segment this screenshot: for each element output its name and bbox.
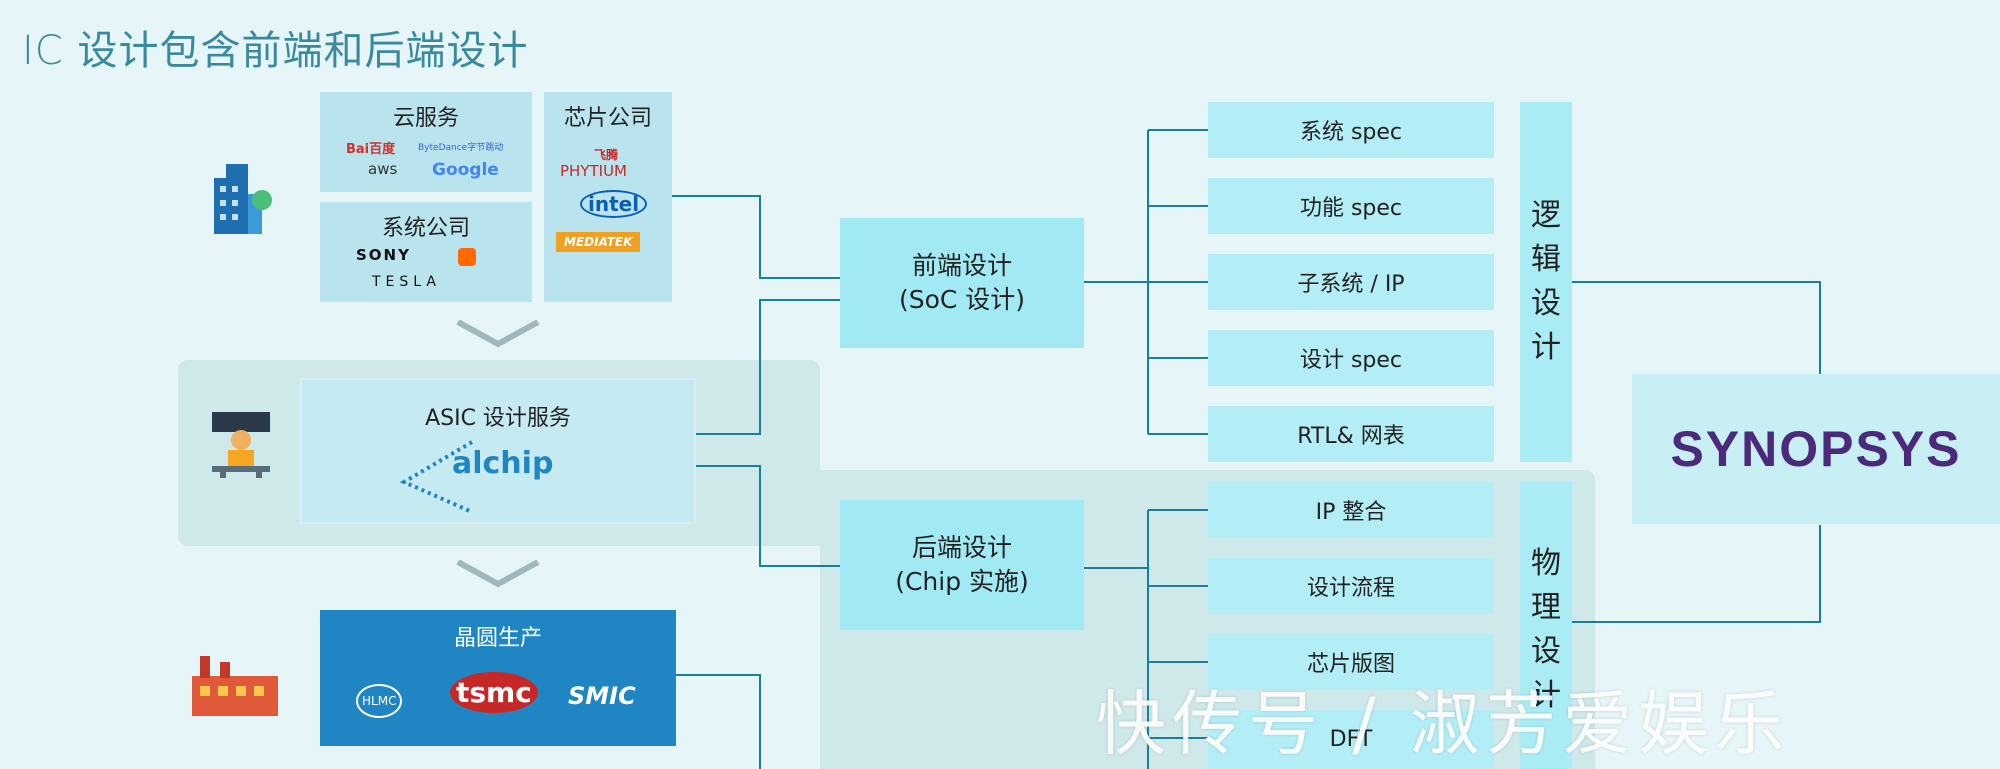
chevron-down-icon xyxy=(456,560,540,588)
cloud-services-title: 云服务 xyxy=(392,106,459,131)
frontend-item: 功能 spec xyxy=(1208,178,1494,234)
frontend-item: 设计 spec xyxy=(1208,330,1494,386)
factory-icon xyxy=(192,656,278,716)
wafer-fab-panel: 晶圆生产 HLMC tsmc SMIC xyxy=(320,610,676,746)
synopsys-box: SYNOPSYS xyxy=(1632,374,2000,524)
office-building-icon xyxy=(214,164,272,234)
frontend-item: 子系统 / IP xyxy=(1208,254,1494,310)
backend-design-subtitle: (Chip 实施) xyxy=(895,567,1029,596)
chip-company-title: 芯片公司 xyxy=(563,106,652,131)
backend-item: 设计流程 xyxy=(1208,558,1494,614)
sony-logo: SONY xyxy=(356,246,411,264)
xiaomi-logo-icon xyxy=(458,248,476,266)
frontend-design-title: 前端设计 xyxy=(911,251,1012,280)
watermark: 快传号 / 淑芳爱娱乐 xyxy=(1096,683,1791,765)
intel-logo: intel xyxy=(580,190,648,218)
system-company-panel: 系统公司 SONY TESLA xyxy=(320,202,532,302)
chevron-down-icon xyxy=(456,320,540,348)
backend-item: DFT xyxy=(1208,710,1494,769)
asic-title: ASIC 设计服务 xyxy=(425,406,571,431)
frontend-item: 系统 spec xyxy=(1208,102,1494,158)
mediatek-logo: MEDIATEK xyxy=(556,232,641,252)
frontend-design-box: 前端设计 (SoC 设计) xyxy=(840,218,1084,348)
hlmc-logo: HLMC xyxy=(356,684,403,718)
wafer-fab-title: 晶圆生产 xyxy=(453,626,542,651)
backend-item: IP 整合 xyxy=(1208,482,1494,538)
page-title: IC 设计包含前端和后端设计 xyxy=(22,28,529,74)
backend-item: 芯片版图 xyxy=(1208,634,1494,690)
engineer-at-desk-icon xyxy=(212,412,270,478)
feiteng-logo: 飞腾 xyxy=(594,148,619,162)
alchip-chevron-icon xyxy=(399,440,474,514)
frontend-item: RTL& 网表 xyxy=(1208,406,1494,462)
asic-panel: ASIC 设计服务 alchip xyxy=(300,378,696,524)
alchip-logo: alchip xyxy=(452,446,554,481)
phytium-logo: PHYTIUM xyxy=(560,162,627,180)
frontend-design-subtitle: (SoC 设计) xyxy=(898,285,1026,314)
aws-logo: aws xyxy=(368,160,398,178)
cloud-services-panel: 云服务 Bai百度 ByteDance字节跳动 aws Google xyxy=(320,92,532,192)
tesla-logo: TESLA xyxy=(372,274,441,290)
backend-design-box: 后端设计 (Chip 实施) xyxy=(840,500,1084,630)
tsmc-logo: tsmc xyxy=(450,672,538,713)
synopsys-logo: SYNOPSYS xyxy=(1670,421,1962,477)
chip-company-panel: 芯片公司 飞腾 PHYTIUM intel MEDIATEK xyxy=(544,92,672,302)
google-logo: Google xyxy=(432,160,499,180)
backend-band-mask xyxy=(720,546,820,769)
bytedance-logo: ByteDance字节跳动 xyxy=(418,143,504,153)
smic-logo: SMIC xyxy=(568,682,636,710)
physical-design-label: 物 理 设 计 xyxy=(1520,482,1572,769)
backend-design-title: 后端设计 xyxy=(911,533,1012,562)
baidu-logo: Bai百度 xyxy=(346,142,396,157)
logic-design-label: 逻 辑 设 计 xyxy=(1520,102,1572,462)
system-company-title: 系统公司 xyxy=(381,216,470,241)
